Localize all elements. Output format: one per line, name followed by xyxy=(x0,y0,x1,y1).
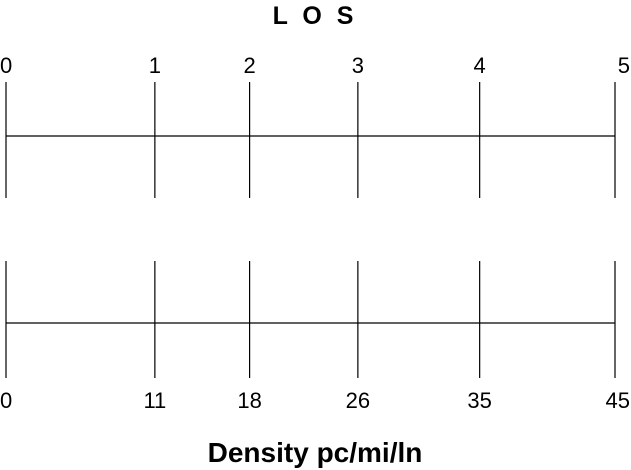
los-scale-tick-label: 1 xyxy=(149,53,161,78)
diagram-title: L O S xyxy=(273,2,358,30)
los-scale: 0 1 2 3 4 5 xyxy=(0,53,630,198)
density-scale-tick-label: 26 xyxy=(346,388,370,413)
los-scale-tick-label: 0 xyxy=(0,53,12,78)
density-scale-tick-label: 45 xyxy=(606,388,630,413)
los-scale-tick-label: 3 xyxy=(352,53,364,78)
los-scale-tick-label: 4 xyxy=(474,53,486,78)
density-scale-tick-label: 18 xyxy=(237,388,261,413)
los-scale-tick-label: 2 xyxy=(243,53,255,78)
density-scale-tick-label: 11 xyxy=(143,388,166,413)
density-scale-tick-label: 0 xyxy=(0,388,12,413)
axis-title: Density pc/mi/ln xyxy=(208,437,423,468)
density-scale: 0 11 18 26 35 45 xyxy=(0,261,630,413)
density-scale-tick-label: 35 xyxy=(467,388,491,413)
los-scale-tick-label: 5 xyxy=(618,53,630,78)
